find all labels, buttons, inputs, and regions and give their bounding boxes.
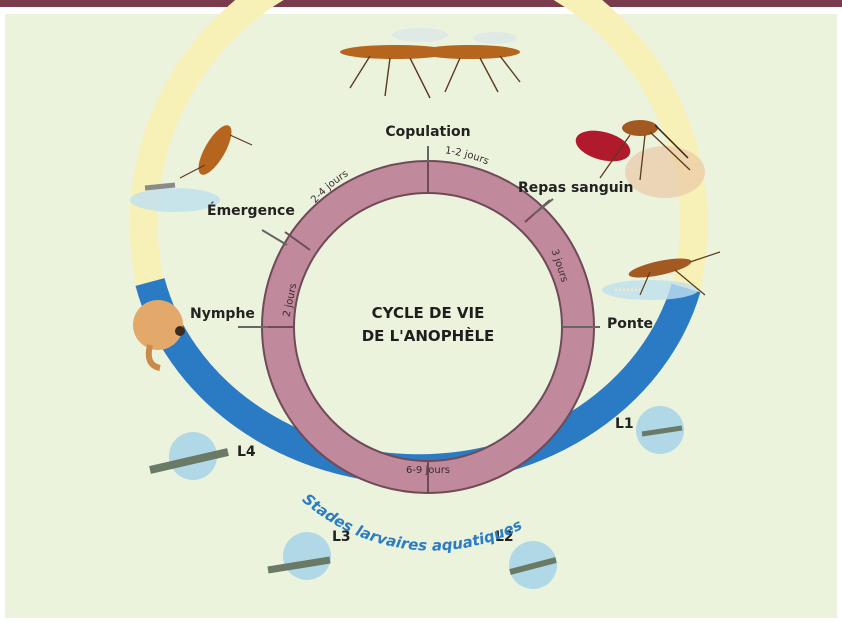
larva-l4-illustration [150, 432, 228, 480]
label-ponte: Ponte [607, 316, 653, 332]
larva-l2-illustration [509, 541, 557, 589]
mating-mosquitoes-illustration [340, 28, 520, 98]
cycle-title-line-1: CYCLE DE VIE [372, 304, 485, 322]
label-l4: L4 [237, 444, 256, 460]
cycle-title-line-2: DE L'ANOPHÈLE [362, 326, 495, 345]
label-repas-sanguin: Repas sanguin [518, 180, 633, 196]
label-emergence: Émergence [207, 202, 295, 219]
label-nymphe: Nymphe [190, 306, 255, 322]
label-l1: L1 [615, 416, 634, 432]
larva-l3-illustration [268, 532, 331, 580]
duration-6-9-jours: 6-9 jours [406, 465, 450, 476]
label-copulation: Copulation [385, 124, 470, 140]
larva-l1-illustration [636, 406, 684, 454]
